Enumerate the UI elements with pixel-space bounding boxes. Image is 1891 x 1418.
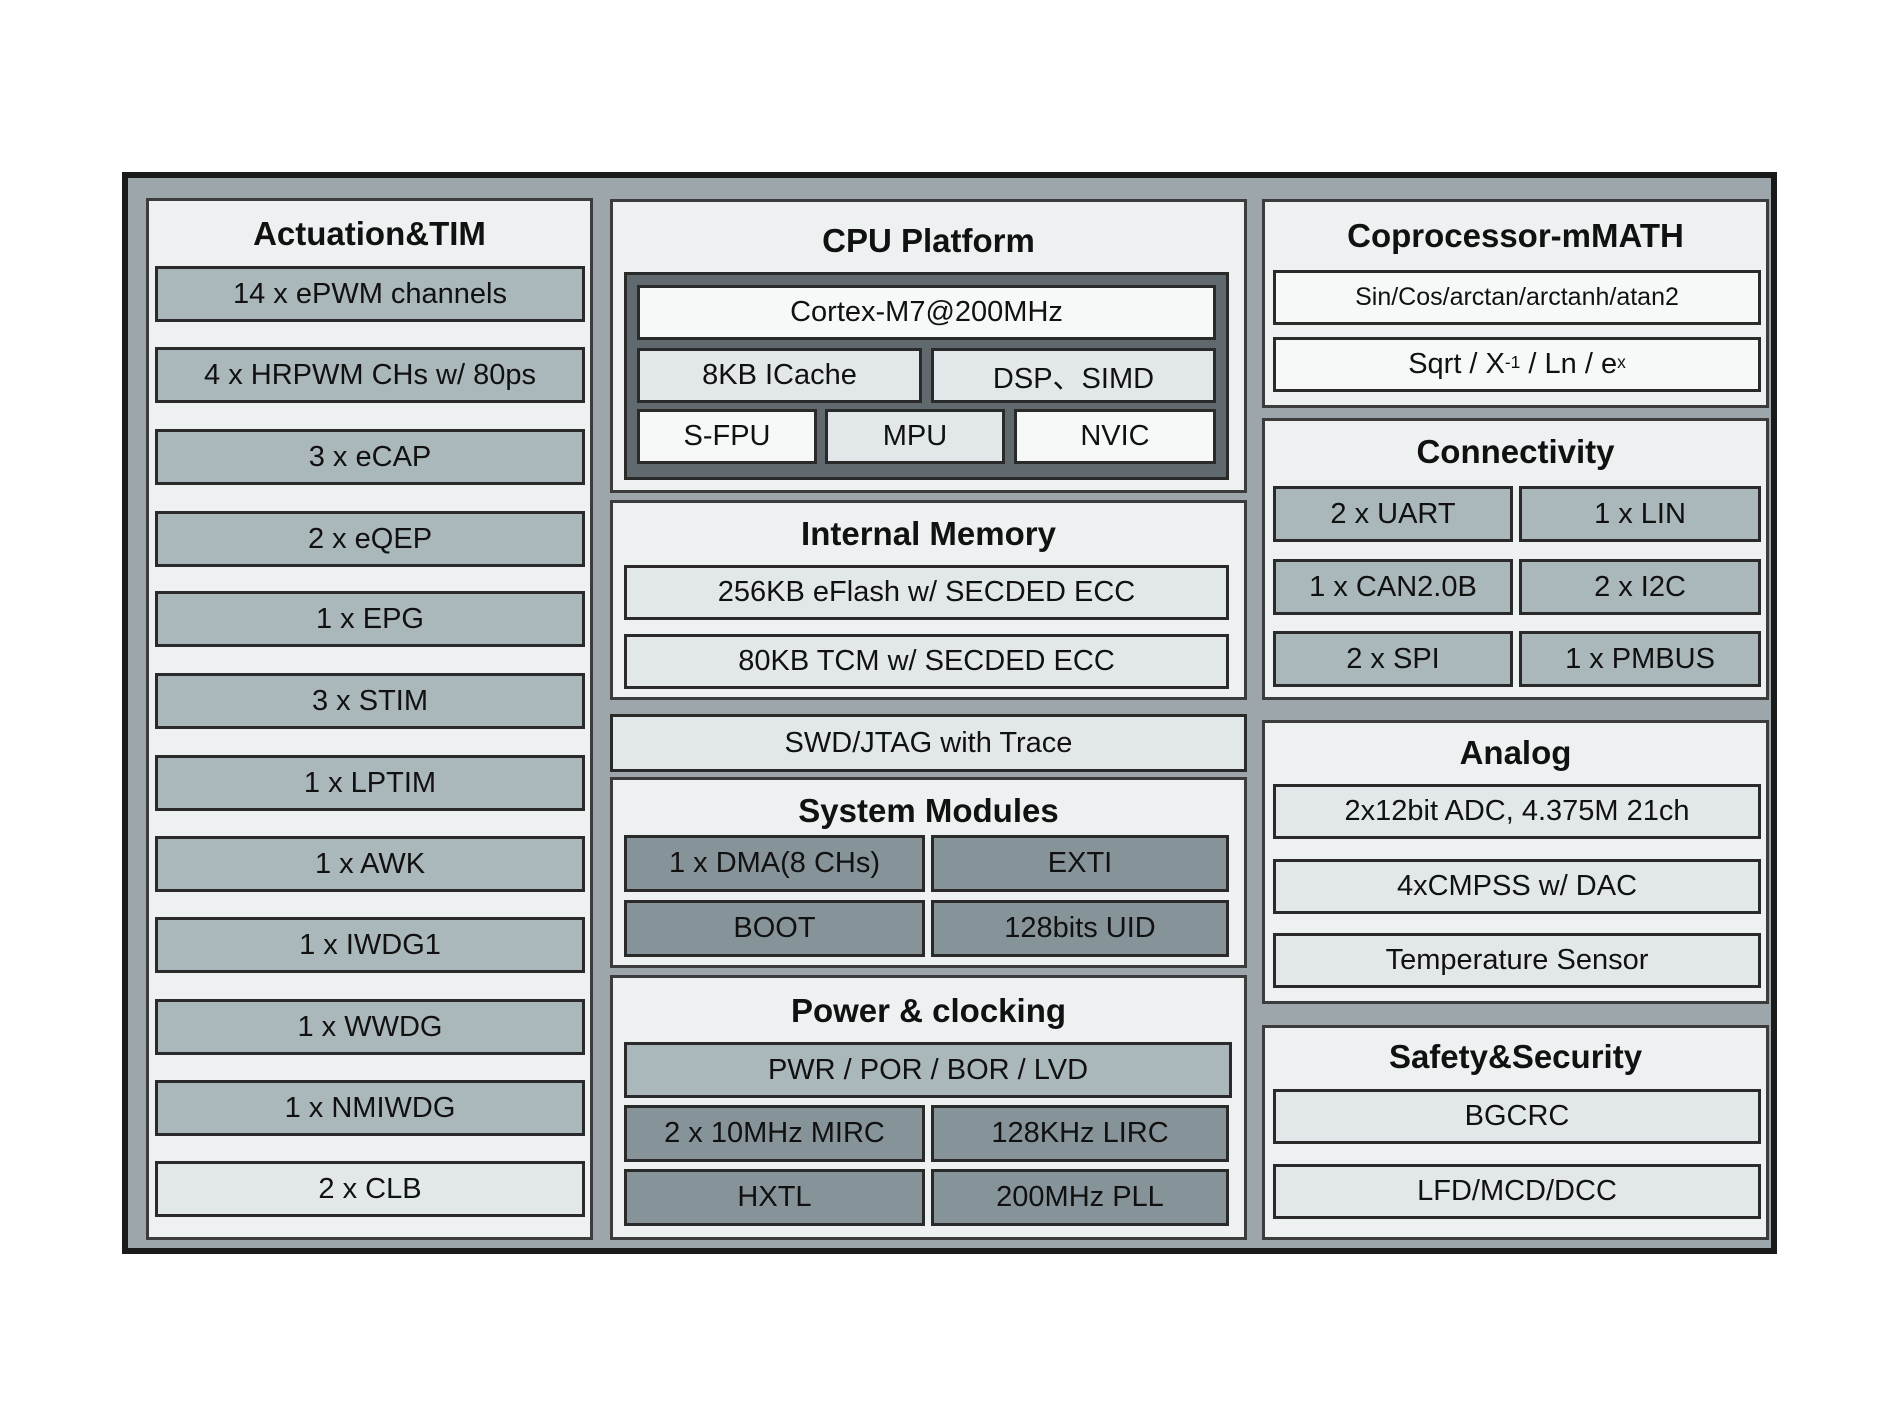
- actuation-item-lptim: 1 x LPTIM: [155, 755, 585, 811]
- memory-title: Internal Memory: [801, 515, 1056, 552]
- connectivity-uart: 2 x UART: [1273, 486, 1513, 542]
- power-pll: 200MHz PLL: [931, 1169, 1229, 1226]
- system-exti: EXTI: [931, 835, 1229, 892]
- actuation-item-eqep: 2 x eQEP: [155, 511, 585, 567]
- actuation-panel: Actuation&TIM 14 x ePWM channels 4 x HRP…: [146, 198, 593, 1240]
- analog-adc: 2x12bit ADC, 4.375M 21ch: [1273, 784, 1761, 839]
- coprocessor-title: Coprocessor-mMATH: [1347, 217, 1684, 254]
- analog-panel: Analog 2x12bit ADC, 4.375M 21ch 4xCMPSS …: [1262, 720, 1769, 1004]
- cpu-mpu: MPU: [825, 409, 1005, 464]
- actuation-item-clb: 2 x CLB: [155, 1161, 585, 1217]
- cpu-core: Cortex-M7@200MHz: [637, 285, 1216, 340]
- actuation-item-awk: 1 x AWK: [155, 836, 585, 892]
- coprocessor-math-mid: / Ln / e: [1520, 348, 1618, 380]
- power-hxtl: HXTL: [624, 1169, 925, 1226]
- connectivity-panel: Connectivity 2 x UART 1 x LIN 1 x CAN2.0…: [1262, 418, 1769, 700]
- analog-temp: Temperature Sensor: [1273, 933, 1761, 988]
- debug-swd-jtag: SWD/JTAG with Trace: [610, 714, 1247, 772]
- cpu-dsp: DSP、SIMD: [931, 348, 1216, 403]
- power-panel: Power & clocking PWR / POR / BOR / LVD 2…: [610, 975, 1247, 1240]
- actuation-item-ecap: 3 x eCAP: [155, 429, 585, 485]
- power-mirc: 2 x 10MHz MIRC: [624, 1105, 925, 1162]
- memory-panel: Internal Memory 256KB eFlash w/ SECDED E…: [610, 500, 1247, 700]
- system-panel: System Modules 1 x DMA(8 CHs) EXTI BOOT …: [610, 777, 1247, 968]
- coprocessor-panel: Coprocessor-mMATH Sin/Cos/arctan/arctanh…: [1262, 199, 1769, 408]
- actuation-item-epwm: 14 x ePWM channels: [155, 266, 585, 322]
- cpu-sfpu: S-FPU: [637, 409, 817, 464]
- analog-title: Analog: [1459, 734, 1572, 771]
- system-boot: BOOT: [624, 900, 925, 957]
- cpu-panel: CPU Platform Cortex-M7@200MHz 8KB ICache…: [610, 199, 1247, 493]
- cpu-nvic: NVIC: [1014, 409, 1216, 464]
- power-pwr: PWR / POR / BOR / LVD: [624, 1042, 1232, 1098]
- coprocessor-trig: Sin/Cos/arctan/arctanh/atan2: [1273, 270, 1761, 325]
- safety-bgcrc: BGCRC: [1273, 1089, 1761, 1144]
- system-uid: 128bits UID: [931, 900, 1229, 957]
- connectivity-spi: 2 x SPI: [1273, 631, 1513, 687]
- connectivity-title: Connectivity: [1416, 433, 1615, 470]
- cpu-title: CPU Platform: [822, 222, 1035, 259]
- system-title: System Modules: [798, 792, 1059, 829]
- actuation-item-epg: 1 x EPG: [155, 591, 585, 647]
- coprocessor-math-prefix: Sqrt / X: [1408, 348, 1505, 380]
- block-diagram: Actuation&TIM 14 x ePWM channels 4 x HRP…: [122, 172, 1777, 1254]
- connectivity-can: 1 x CAN2.0B: [1273, 559, 1513, 615]
- system-dma: 1 x DMA(8 CHs): [624, 835, 925, 892]
- safety-panel: Safety&Security BGCRC LFD/MCD/DCC: [1262, 1025, 1769, 1240]
- actuation-item-iwdg1: 1 x IWDG1: [155, 917, 585, 973]
- memory-tcm: 80KB TCM w/ SECDED ECC: [624, 634, 1229, 689]
- analog-cmpss: 4xCMPSS w/ DAC: [1273, 859, 1761, 914]
- safety-title: Safety&Security: [1388, 1038, 1643, 1075]
- power-lirc: 128KHz LIRC: [931, 1105, 1229, 1162]
- actuation-item-nmiwdg: 1 x NMIWDG: [155, 1080, 585, 1136]
- actuation-item-hrpwm: 4 x HRPWM CHs w/ 80ps: [155, 347, 585, 403]
- safety-lfd: LFD/MCD/DCC: [1273, 1164, 1761, 1219]
- connectivity-i2c: 2 x I2C: [1519, 559, 1761, 615]
- connectivity-pmbus: 1 x PMBUS: [1519, 631, 1761, 687]
- actuation-title: Actuation&TIM: [253, 215, 486, 252]
- connectivity-lin: 1 x LIN: [1519, 486, 1761, 542]
- power-title: Power & clocking: [790, 992, 1067, 1029]
- actuation-item-stim: 3 x STIM: [155, 673, 585, 729]
- cpu-icache: 8KB ICache: [637, 348, 922, 403]
- actuation-item-wwdg: 1 x WWDG: [155, 999, 585, 1055]
- memory-eflash: 256KB eFlash w/ SECDED ECC: [624, 565, 1229, 620]
